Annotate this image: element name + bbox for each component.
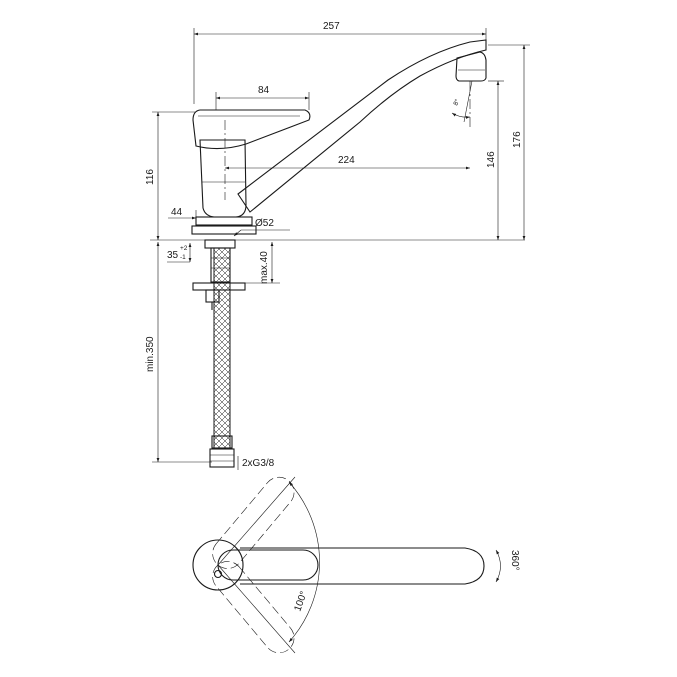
lever-limit-lower xyxy=(217,564,296,654)
top-view: 100° 360° xyxy=(192,476,520,654)
lever-ghost-upper xyxy=(212,476,295,569)
base-flange xyxy=(195,216,253,226)
lever-limit-upper xyxy=(217,476,296,566)
dim-d52: Ø52 xyxy=(255,218,274,229)
dim-116: 116 xyxy=(145,169,156,185)
supply-hose xyxy=(213,247,231,449)
dim-100deg: 100° xyxy=(292,590,309,613)
dim-35-tol-lower: -1 xyxy=(180,254,186,261)
dim-360deg: 360° xyxy=(509,550,520,571)
body-top-view xyxy=(192,539,244,591)
aerator-angle-line xyxy=(463,80,473,123)
faucet-body xyxy=(199,139,247,218)
aerator-angle-label: 8° xyxy=(452,97,462,106)
dim-35-tol-upper: +2 xyxy=(180,245,188,252)
deck-washer xyxy=(204,239,236,249)
dim-176: 176 xyxy=(512,131,523,148)
dim-min350: min.350 xyxy=(145,336,156,372)
aerator-angle-arc xyxy=(451,112,471,119)
spout-rotation-arc xyxy=(495,549,501,583)
spout-top-view xyxy=(240,547,485,585)
leader-d52 xyxy=(233,229,242,237)
dim-84: 84 xyxy=(258,85,270,96)
lever-ghost-lower xyxy=(212,561,295,654)
hose-ferrule xyxy=(211,435,233,449)
dim-146: 146 xyxy=(486,151,497,168)
lever-handle xyxy=(192,109,311,150)
dim-35: 35 xyxy=(167,250,179,261)
lever-rotation-arc xyxy=(288,481,320,643)
spout xyxy=(237,39,487,213)
dim-connections: 2xG3/8 xyxy=(242,458,275,469)
hose-connector-nut xyxy=(209,448,235,468)
dim-224: 224 xyxy=(338,155,355,166)
body-top-view-center xyxy=(213,569,223,579)
lever-top-view xyxy=(217,549,319,581)
dim-44: 44 xyxy=(171,207,183,218)
side-elevation: 8° 257 84 224 xyxy=(145,21,530,470)
dim-max40: max.40 xyxy=(259,251,270,284)
aerator xyxy=(455,51,487,82)
dim-257: 257 xyxy=(323,21,340,32)
